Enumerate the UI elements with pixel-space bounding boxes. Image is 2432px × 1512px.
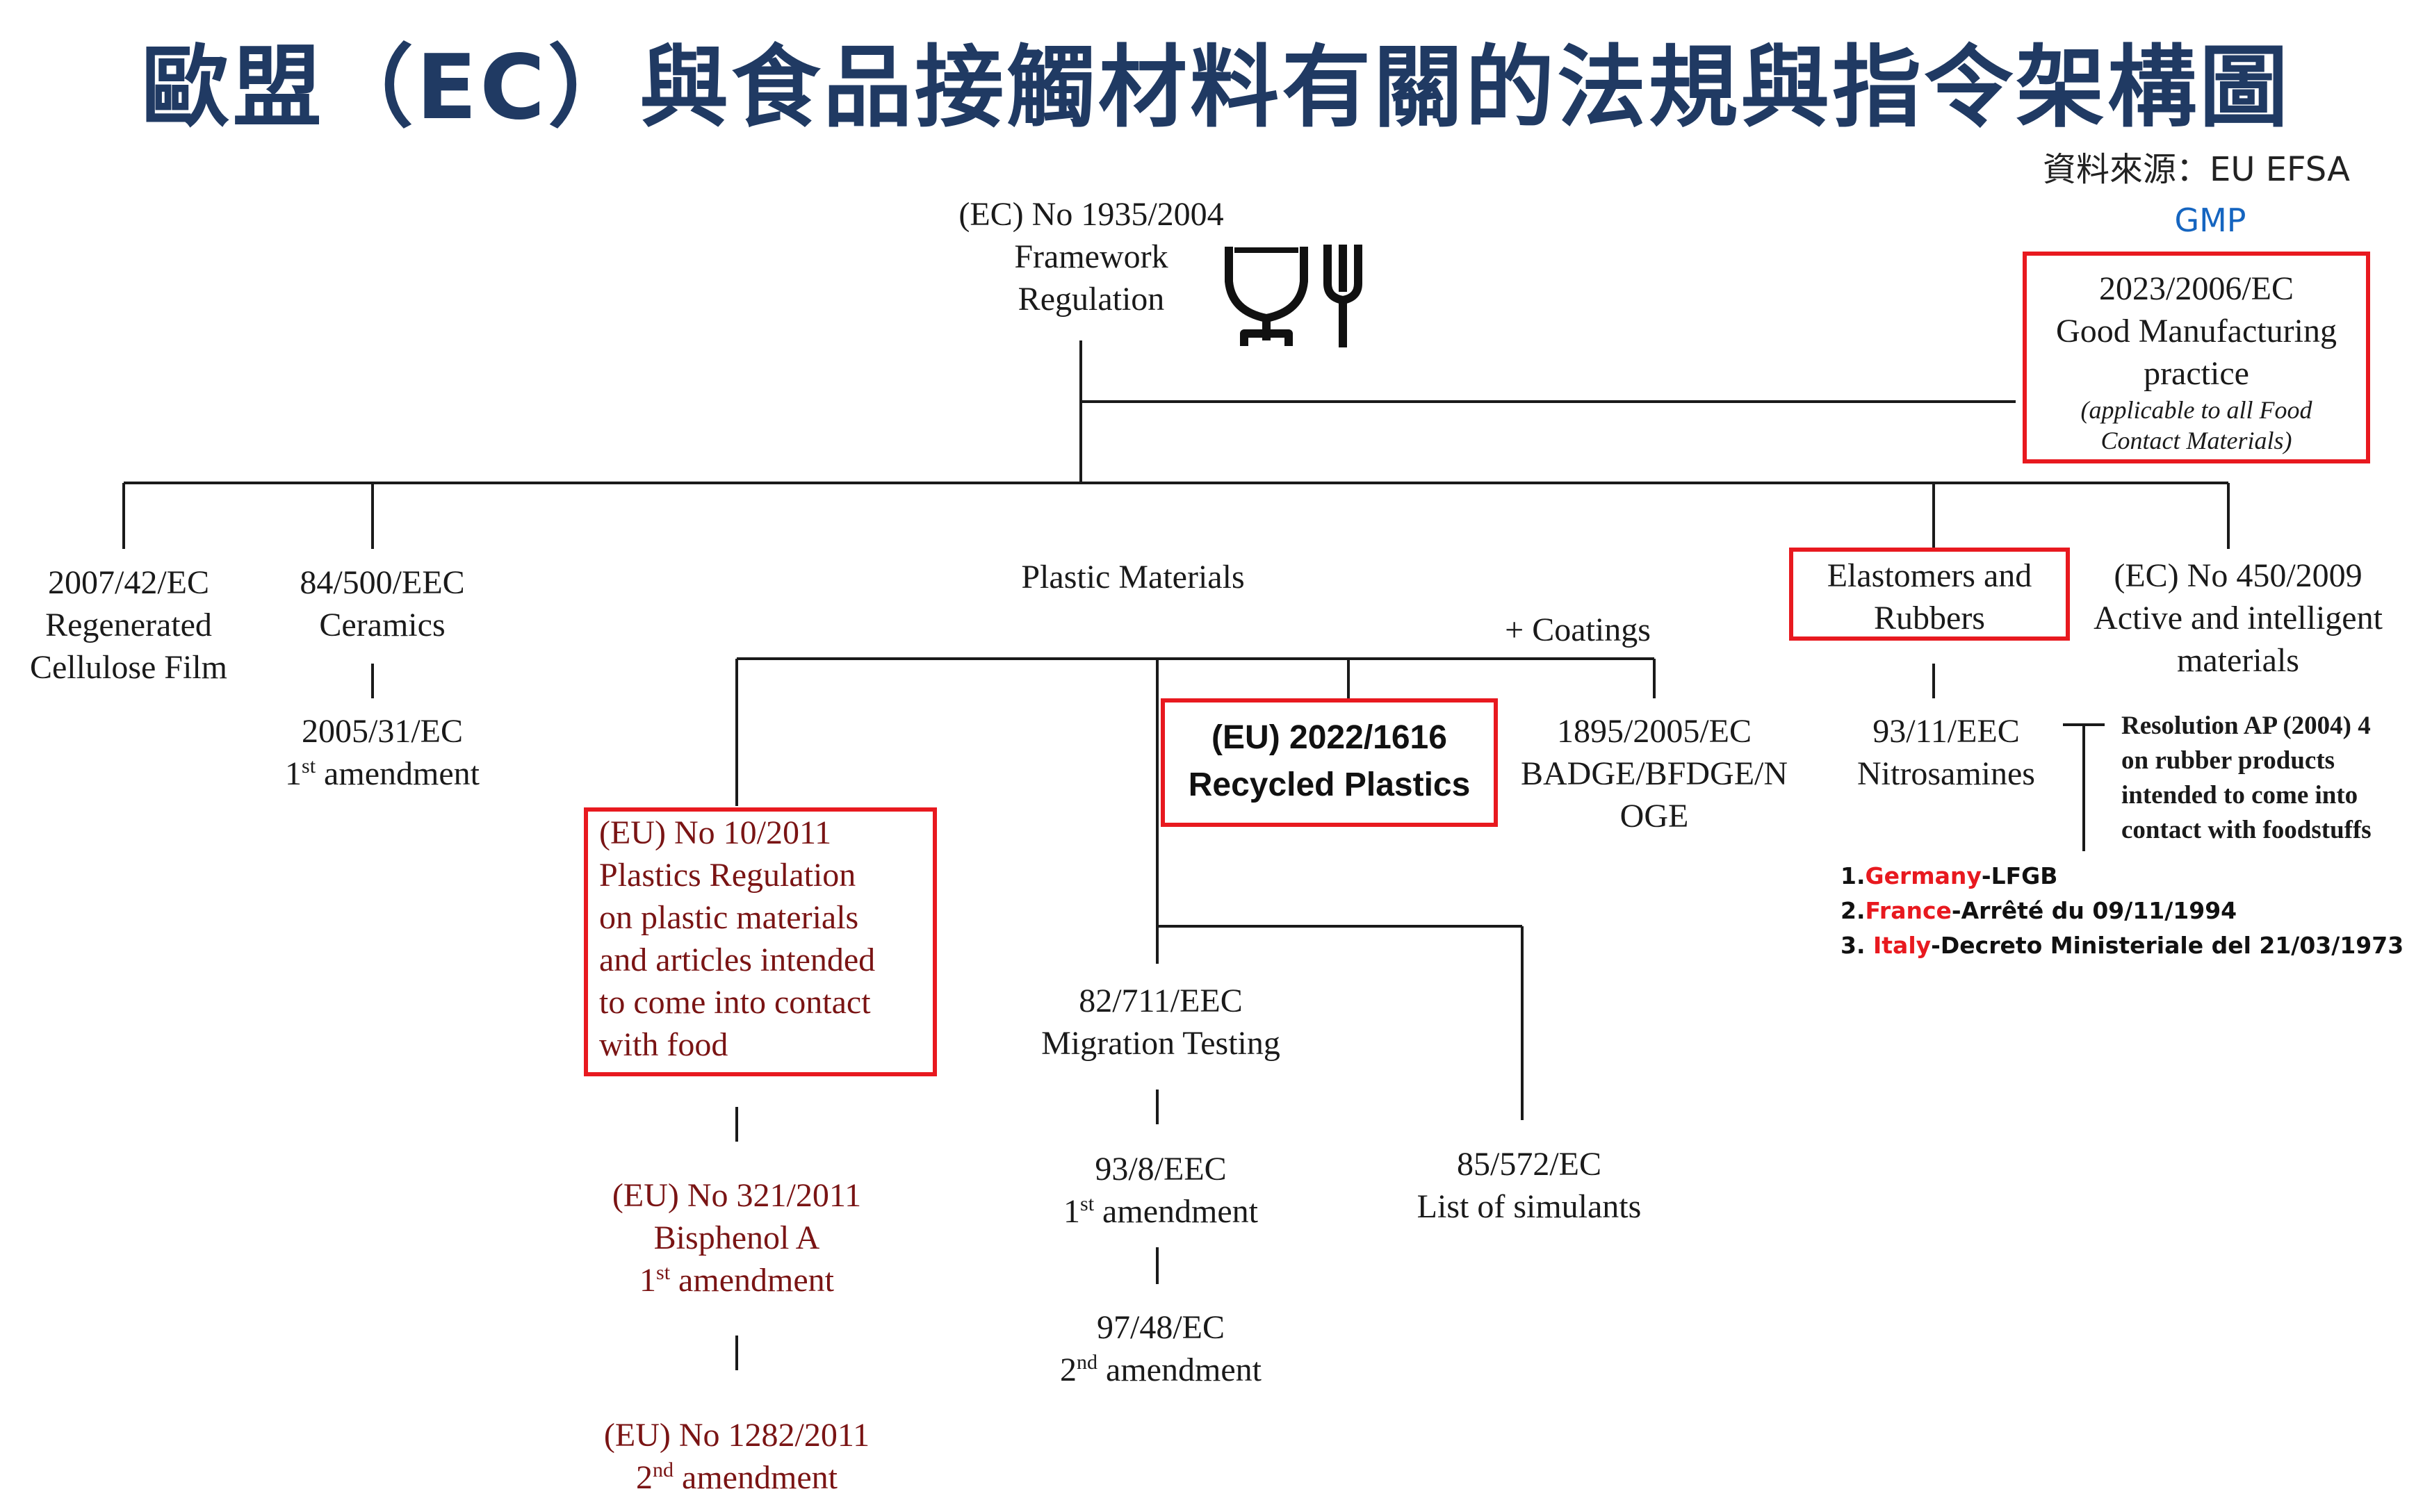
badge-bfdge-noge-node: 1895/2005/EC BADGE/BFDGE/N OGE	[1520, 713, 1788, 835]
amendment-97-48-node: 97/48/EC 2nd amendment	[1060, 1309, 1262, 1388]
plastic-materials-label: Plastic Materials	[1021, 559, 1245, 595]
framework-regulation-node: (EC) No 1935/2004 Framework Regulation	[958, 196, 1224, 318]
cellulose-film-node: 2007/42/EC Regenerated Cellulose Film	[29, 564, 227, 686]
gmp-regulation-node: 2023/2006/EC Good Manufacturing practice…	[2056, 270, 2337, 454]
glass-fork-food-contact-icon	[1225, 245, 1362, 347]
gmp-highlight-box	[2023, 252, 2370, 463]
elastomers-highlight-box	[1789, 548, 2070, 641]
national-law-item: 2.France-Arrêté du 09/11/1994	[1841, 897, 2237, 924]
national-law-item: 1.Germany-LFGB	[1841, 862, 2058, 889]
source-note: 資料來源：EU EFSA	[2042, 150, 2350, 189]
nitrosamines-node: 93/11/EEC Nitrosamines	[1857, 713, 2035, 792]
migration-testing-node: 82/711/EEC Migration Testing	[1041, 983, 1280, 1062]
ceramics-node: 84/500/EEC Ceramics	[300, 564, 465, 643]
gmp-label: GMP	[2174, 202, 2246, 239]
plastics-regulation-highlight-box	[584, 807, 937, 1076]
active-intelligent-node: (EC) No 450/2009 Active and intelligent …	[2094, 557, 2383, 679]
national-laws-list: 1.Germany-LFGB 2.France-Arrêté du 09/11/…	[1841, 859, 2404, 963]
amendment-93-8-node: 93/8/EEC 1st amendment	[1063, 1151, 1258, 1230]
bisphenol-a-node: (EU) No 321/2011 Bisphenol A 1st amendme…	[612, 1177, 862, 1299]
national-law-item: 3. Italy-Decreto Ministeriale del 21/03/…	[1841, 932, 2404, 959]
elastomers-rubbers-node: Elastomers and Rubbers	[1827, 557, 2032, 636]
simulants-node: 85/572/EC List of simulants	[1417, 1146, 1642, 1225]
recycled-plastics-node: (EU) 2022/1616 Recycled Plastics	[1188, 719, 1471, 803]
plastics-regulation-node: (EU) No 10/2011 Plastics Regulation on p…	[599, 814, 876, 1063]
ceramics-amendment-node: 2005/31/EC 1st amendment	[285, 713, 480, 792]
resolution-ap-node: Resolution AP (2004) 4 on rubber product…	[2121, 712, 2372, 844]
recycled-plastics-highlight-box	[1161, 698, 1498, 827]
eu-1282-2011-node: (EU) No 1282/2011 2nd amendment	[603, 1417, 870, 1496]
page-title: 歐盟（EC）與食品接觸材料有關的法規與指令架構圖	[140, 36, 2292, 140]
coatings-label: + Coatings	[1505, 611, 1651, 648]
